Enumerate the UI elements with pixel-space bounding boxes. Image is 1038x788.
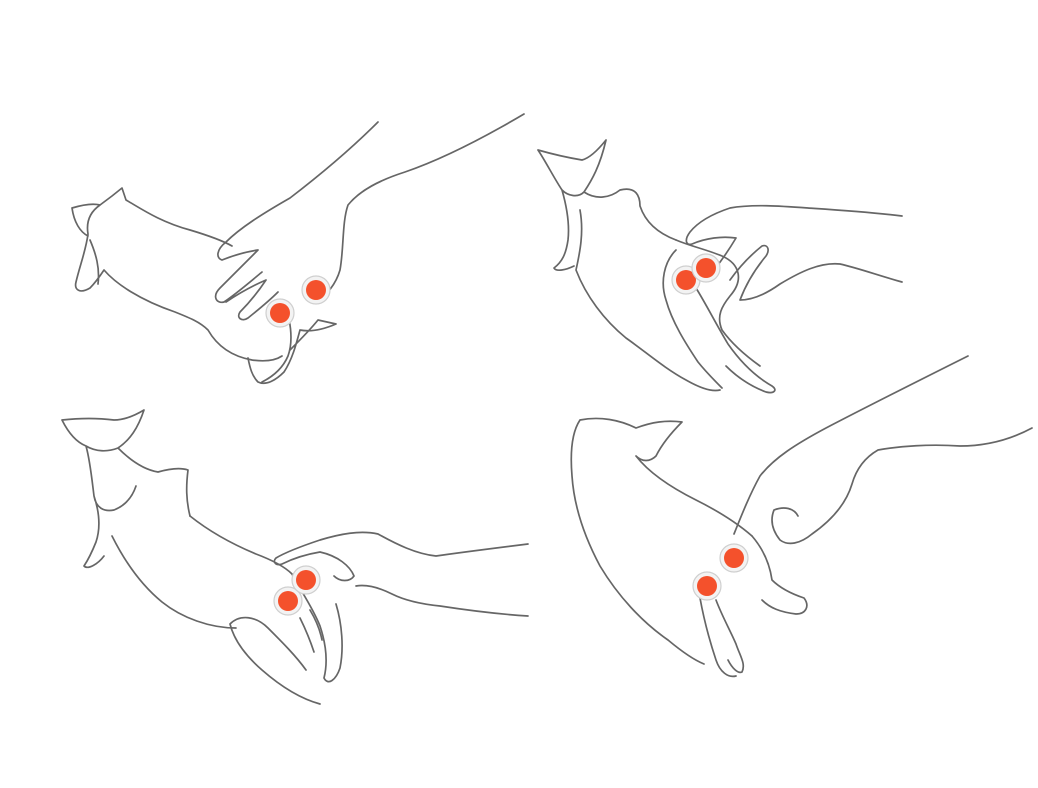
cat-tail-outline (699, 597, 737, 678)
pressure-point-marker (278, 591, 298, 611)
cat-hind-outline (189, 515, 343, 683)
panel-bottom-right (570, 355, 1033, 678)
cat-body-outline (537, 139, 721, 392)
panel-bottom-left (61, 409, 529, 705)
cat-body-outline (61, 409, 237, 629)
panel-top-right (537, 139, 903, 394)
hand-outline (214, 113, 525, 321)
pressure-point-marker (270, 303, 290, 323)
pressure-point-marker (724, 548, 744, 568)
cat-hind-outline (662, 239, 761, 389)
hand-outline (733, 355, 1033, 545)
cat-leg-outline (89, 239, 337, 385)
pressure-point-marker (696, 258, 716, 278)
cat-hind-outline (715, 535, 808, 674)
pressure-point-marker (306, 280, 326, 300)
cat-tail-outline (299, 609, 323, 653)
pressure-point-marker (296, 570, 316, 590)
cat-body-outline (71, 187, 283, 362)
hand-outline (229, 531, 529, 705)
hand-outline (685, 204, 903, 301)
pressure-point-marker (676, 270, 696, 290)
cat-body-outline (570, 417, 753, 665)
pressure-point-marker (697, 576, 717, 596)
panel-top-left (71, 113, 525, 385)
cat-tail-outline (695, 287, 776, 394)
